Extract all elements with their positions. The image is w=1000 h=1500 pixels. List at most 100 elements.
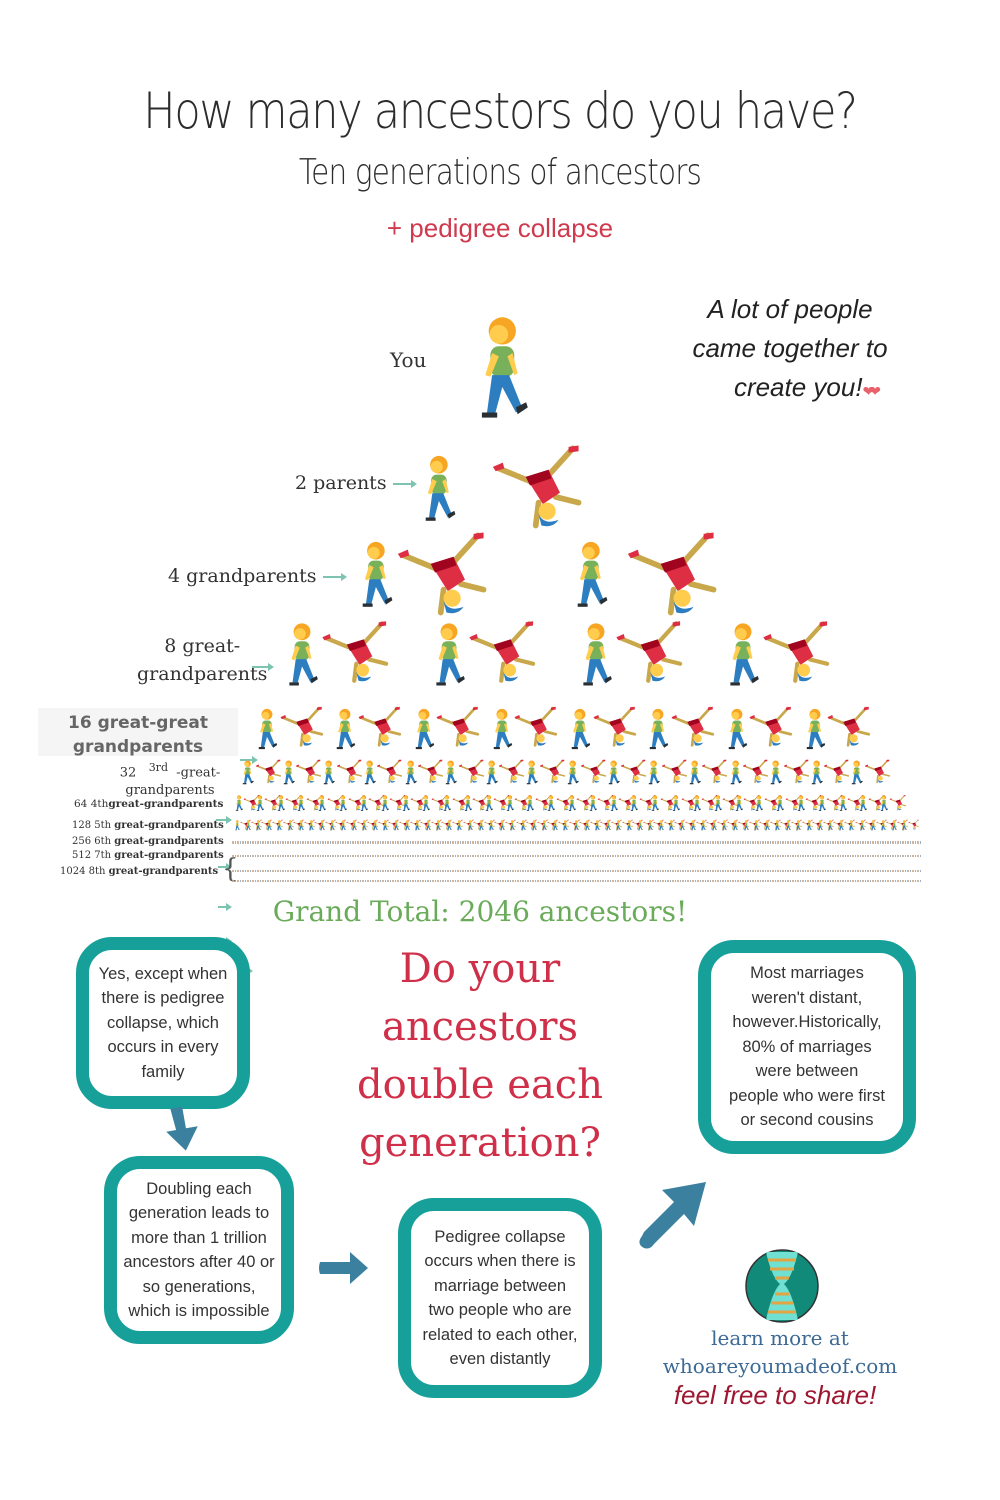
cartwheel-person-icon: [417, 758, 446, 784]
cartwheel-person-icon: [614, 617, 689, 685]
walking-person-icon: [567, 708, 594, 752]
cartwheel-person-icon: [513, 704, 561, 748]
walking-person-icon: [355, 532, 399, 620]
arrow-icon: [392, 480, 417, 488]
label-7th-great-grandparents: 512 7th great-grandparents: [72, 850, 224, 861]
cartwheel-person-icon: [701, 758, 730, 784]
label-background: [38, 708, 238, 756]
tagline: + pedigree collapse: [386, 213, 614, 243]
quote-text: A lot of people came together to create …: [660, 290, 920, 411]
cartwheel-person-icon: [620, 758, 649, 784]
cartwheel-person-icon: [748, 704, 796, 748]
cartwheel-person-icon: [864, 758, 893, 784]
cartwheel-person-icon: [490, 438, 590, 533]
box-line: 80% of marriages: [742, 1037, 872, 1056]
cartwheel-person-icon: [889, 794, 908, 811]
walking-person-icon: [418, 447, 462, 533]
cartwheel-person-icon: [783, 758, 812, 784]
cartwheel-person-icon: [625, 525, 725, 620]
cartwheel-person-icon: [376, 758, 405, 784]
generation-row-256: [232, 841, 922, 844]
label-4th-great-grandparents: 64 4thgreat-grandparents: [74, 798, 224, 810]
label-8th-great-grandparents: 1024 8th great-grandparents: [60, 866, 219, 877]
box-line: people who were first: [729, 1086, 885, 1105]
arrow-right-icon: [319, 1252, 368, 1284]
walking-person-icon: [570, 532, 614, 620]
box-line: occurs in every: [107, 1038, 219, 1057]
cartwheel-person-icon: [295, 758, 324, 784]
question-heading: Do your ancestors double each generation…: [357, 946, 603, 1166]
box-line: Most marriages: [750, 964, 864, 983]
cartwheel-person-icon: [539, 758, 568, 784]
cartwheel-person-icon: [435, 704, 483, 748]
cartwheel-person-icon: [320, 617, 395, 685]
cartwheel-person-icon: [458, 758, 487, 784]
box-most-marriages: Most marriages weren't distant, however.Hi…: [698, 940, 916, 1154]
cartwheel-person-icon: [661, 758, 690, 784]
walking-person-icon: [429, 622, 471, 690]
brace-icon: {: [222, 854, 239, 884]
box-line: even distantly: [449, 1350, 551, 1368]
box-line: generation leads to: [128, 1204, 270, 1222]
label-great-grandparents: 8 great- grandparents: [137, 635, 268, 685]
cartwheel-person-icon: [498, 758, 527, 784]
arrow-icon: [252, 662, 274, 671]
label-grandparents: 4 grandparents: [168, 565, 347, 587]
box-line: Yes, except when: [98, 964, 228, 983]
cartwheel-person-icon: [908, 819, 920, 830]
label-parents: 2 parents: [295, 472, 417, 494]
quote-line-2: came together to: [692, 333, 888, 363]
box-line: ancestors after 40 or: [123, 1253, 275, 1271]
box-line: or second cousins: [740, 1111, 874, 1130]
page-title: How many ancestors do you have?: [143, 82, 858, 140]
label-5th-great-grandparents: 128 5th great-grandparents: [72, 820, 224, 831]
arrow-up-right-icon: [639, 1182, 706, 1249]
box-line: family: [141, 1062, 185, 1081]
cartwheel-person-icon: [255, 758, 284, 784]
walking-person-icon: [802, 708, 829, 752]
box-line: there is pedigree: [101, 989, 225, 1008]
arrow-icon: [218, 862, 232, 871]
walking-person-icon: [724, 708, 751, 752]
arrow-down-icon: [166, 1106, 198, 1151]
label-3rd-great-grandparents: 32 3rd -great- grandparents: [119, 761, 221, 799]
arrow-icon: [240, 755, 258, 764]
box-line: collapse, which: [107, 1013, 219, 1032]
label-6th-great-grandparents: 256 6th great-grandparents: [72, 836, 224, 847]
cartwheel-person-icon: [580, 758, 609, 784]
website-link[interactable]: whoareyoumadeof.com: [662, 1354, 898, 1378]
box-line: were between: [755, 1062, 859, 1081]
generation-row-1024b: [232, 880, 922, 882]
cartwheel-person-icon: [670, 704, 718, 748]
walking-person-icon: [576, 622, 618, 690]
walking-person-icon: [411, 708, 438, 752]
cartwheel-person-icon: [592, 704, 640, 748]
generation-row-512: [232, 855, 922, 857]
box-line: weren't distant,: [751, 988, 863, 1007]
box-line: which is impossible: [128, 1302, 270, 1320]
box-line: so generations,: [142, 1277, 256, 1296]
box-text: Most marriages weren't distant, however.Hi…: [729, 961, 885, 1133]
cartwheel-person-icon: [395, 525, 495, 620]
box-line: Pedigree collapse: [434, 1227, 566, 1246]
cartwheel-person-icon: [742, 758, 771, 784]
box-line: related to each other,: [422, 1325, 578, 1344]
share-text: feel free to share!: [673, 1380, 877, 1410]
cartwheel-person-icon: [336, 758, 365, 784]
walking-person-icon: [723, 622, 765, 690]
dna-logo-icon: [745, 1249, 819, 1323]
cartwheel-person-icon: [826, 704, 874, 748]
quote-line-1: A lot of people: [707, 294, 873, 324]
box-line: however.Historically,: [732, 1013, 882, 1032]
cartwheel-person-icon: [761, 617, 836, 685]
box-yes-except: Yes, except when there is pedigree collaps…: [76, 937, 250, 1109]
label-great-great-grandparents: 16 great-great grandparents: [68, 713, 208, 757]
box-line: Doubling each: [146, 1179, 252, 1198]
label-you: You: [390, 348, 427, 372]
walking-person-icon: [282, 622, 324, 690]
cartwheel-person-icon: [823, 758, 852, 784]
walking-person-icon: [332, 708, 359, 752]
